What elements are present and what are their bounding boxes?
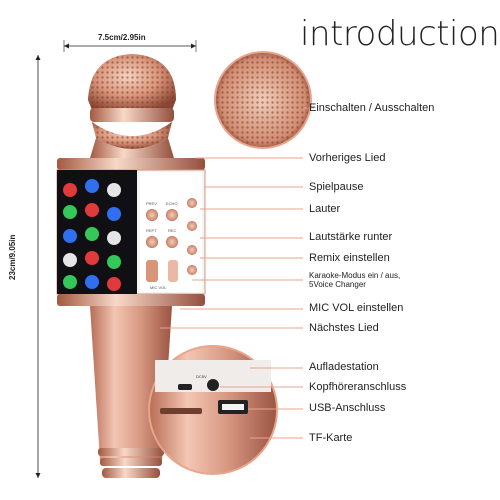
echo-button-text: ECHO [166, 201, 178, 206]
mic-vol-text: MIC VOL [150, 285, 167, 290]
label-karaoke-line-1: Karaoke-Modus ein / aus, [309, 271, 401, 280]
label-headphone: Kopfhöreranschluss [309, 381, 407, 393]
prev-button-text: PREV [146, 201, 157, 206]
label-tf-card: TF-Karte [309, 432, 353, 444]
leader-lines [160, 107, 314, 439]
repeat-button-text: REPT [146, 228, 157, 233]
label-remix: Remix einstellen [309, 252, 390, 264]
label-karaoke-line-2: 5Voice Changer [309, 280, 366, 289]
grill-detail-circle [214, 51, 312, 149]
label-power: Einschalten / Ausschalten [309, 102, 435, 114]
label-usb: USB-Anschluss [309, 402, 386, 414]
dc-port-text: DC5V [196, 374, 207, 379]
width-label: 7.5cm/2.95in [98, 33, 146, 42]
label-karaoke-mode: Karaoke-Modus ein / aus, 5Voice Changer [309, 271, 400, 289]
label-charging: Aufladestation [309, 361, 379, 373]
page-title: introduction [300, 14, 500, 54]
ports-detail-circle [148, 345, 278, 475]
width-dimension [63, 40, 197, 52]
label-mic-vol: MIC VOL einstellen [309, 302, 404, 314]
label-quieter: Lautstärke runter [309, 231, 393, 243]
label-next: Nächstes Lied [309, 322, 379, 334]
label-prev: Vorheriges Lied [309, 152, 386, 164]
height-label: 23cm/9.05in [8, 234, 17, 280]
mic-head [88, 54, 176, 158]
label-louder: Lauter [309, 203, 341, 215]
rec-button-text: REC [168, 228, 177, 233]
height-dimension [35, 55, 41, 478]
speaker-body [56, 158, 206, 306]
label-pause: Spielpause [309, 181, 364, 193]
